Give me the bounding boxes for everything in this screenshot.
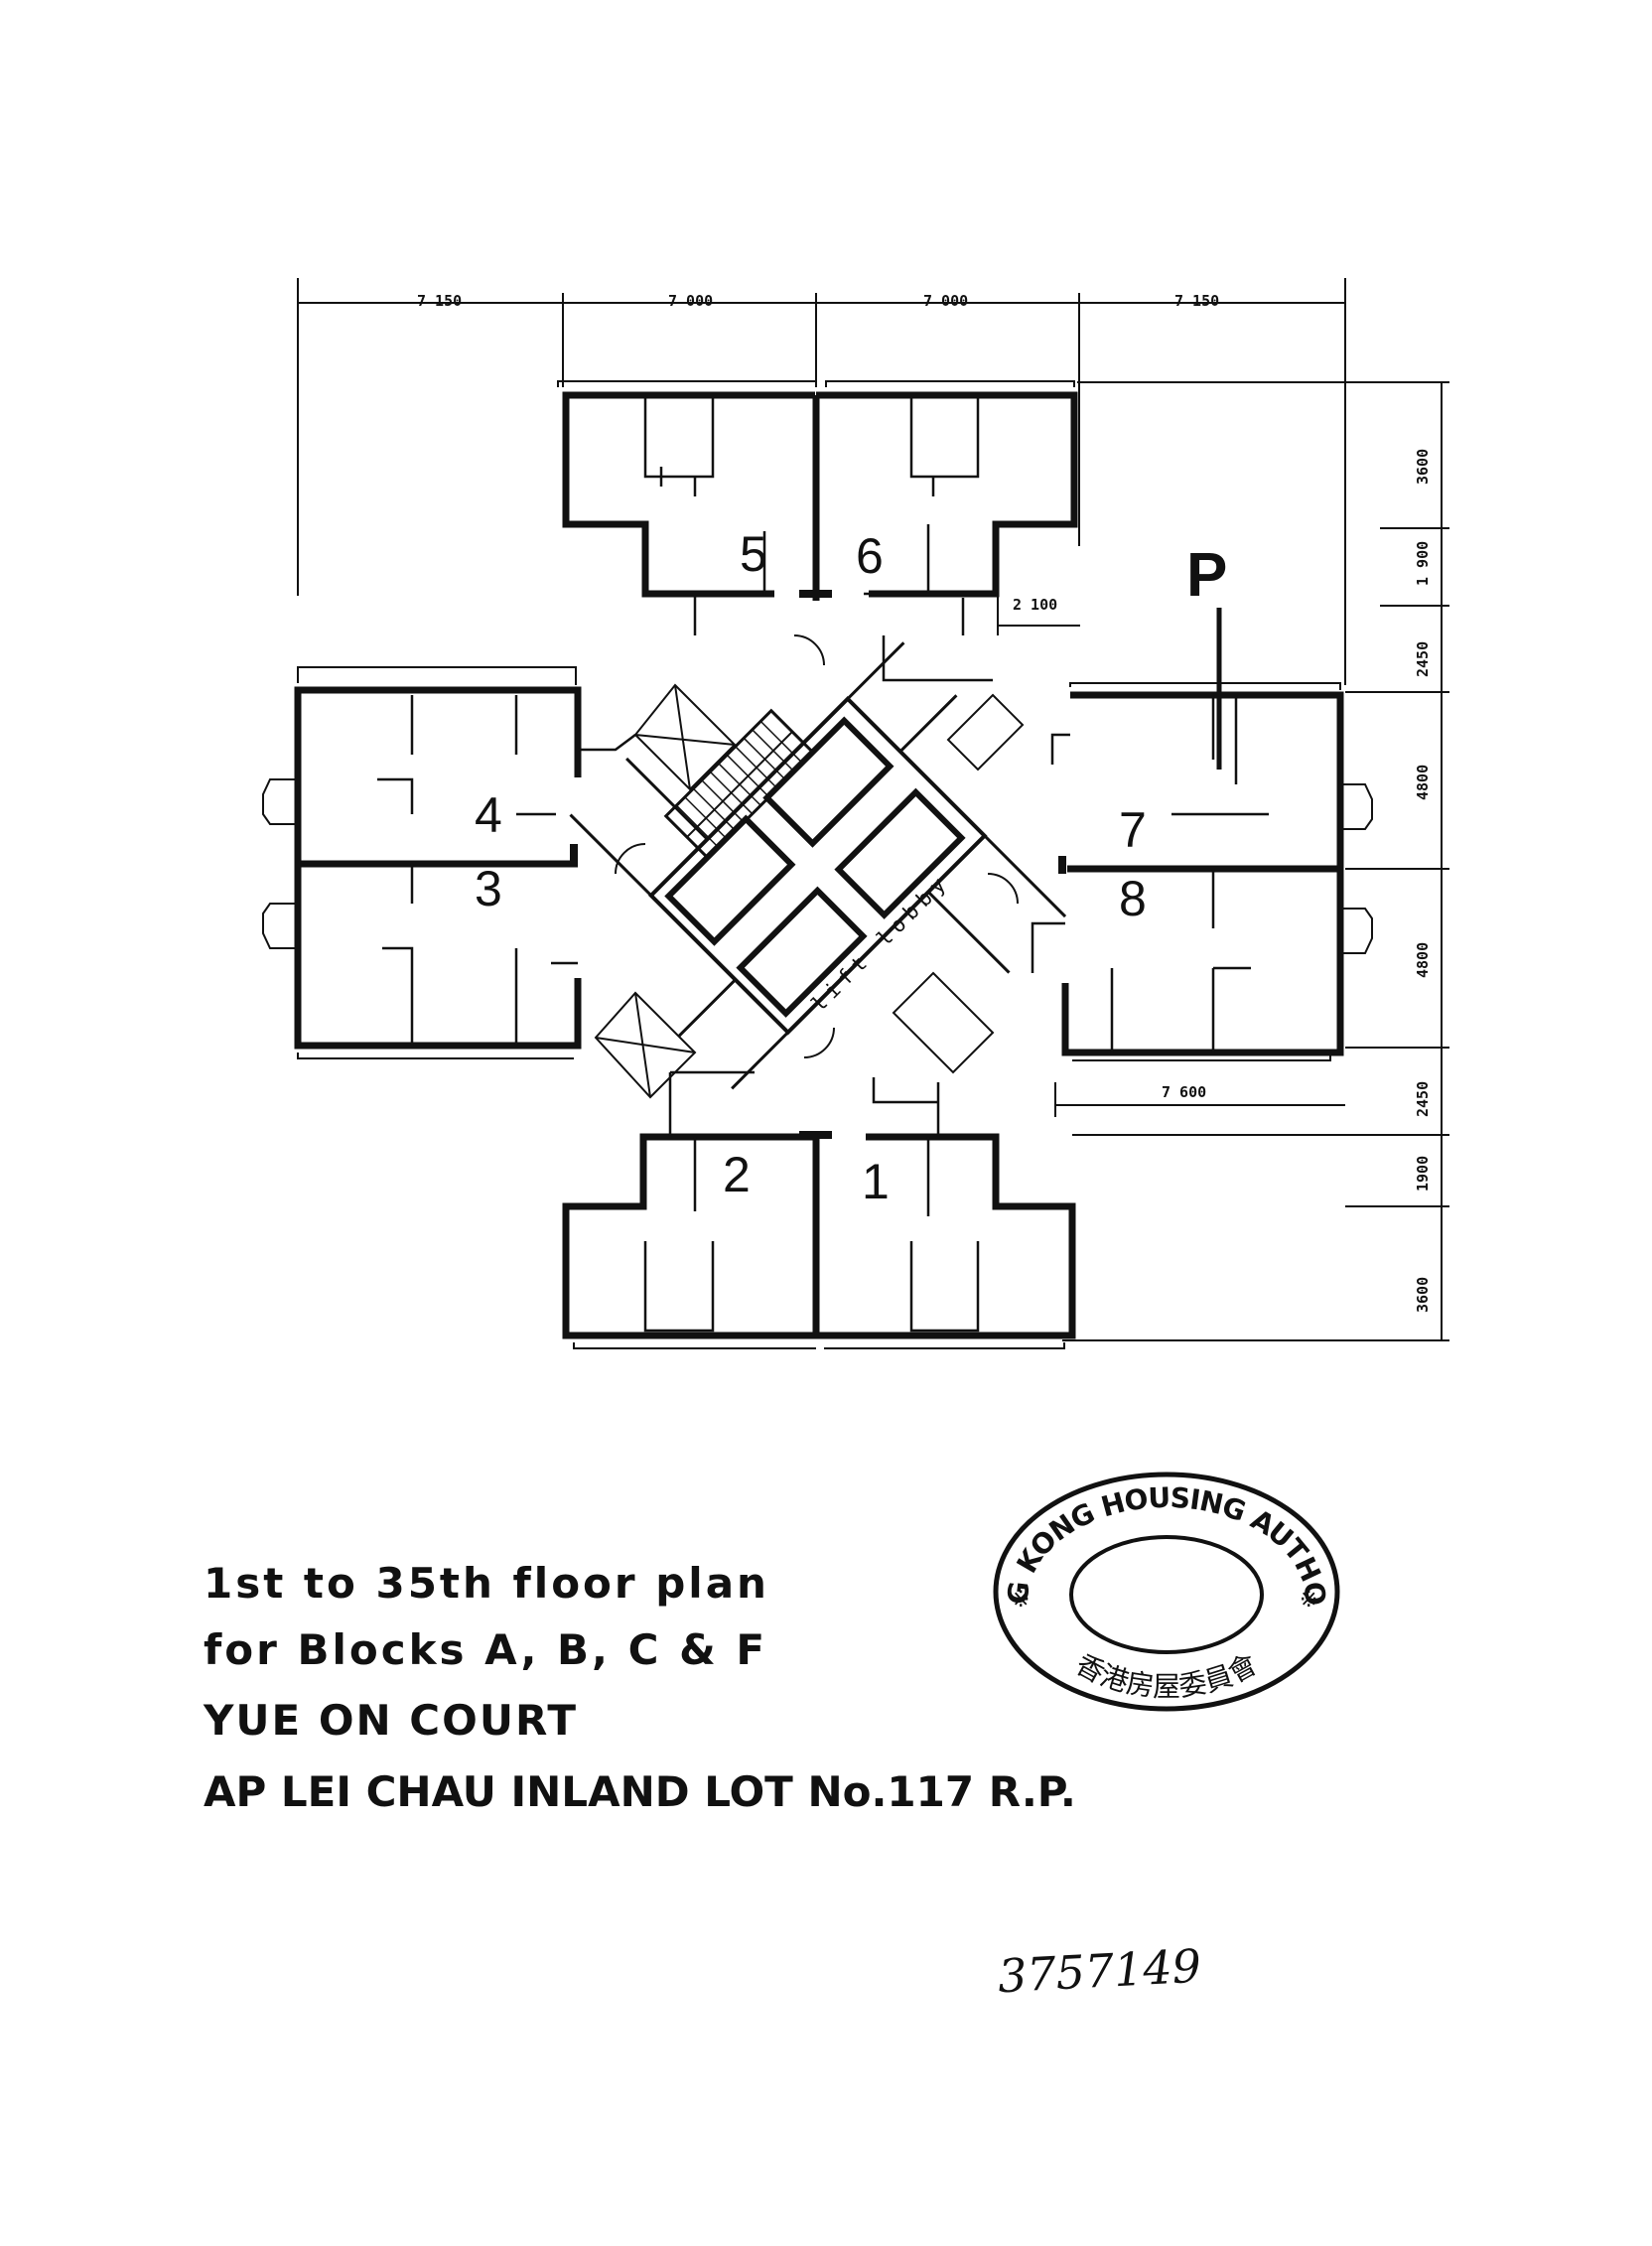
parking-symbol: P: [1186, 541, 1227, 610]
right-dim-7: 1900: [1414, 1156, 1432, 1192]
handwritten-reference-number: 3757149: [996, 1938, 1203, 2004]
caption-line-3: YUE ON COURT: [204, 1696, 579, 1745]
balcony-dim-label: 2 100: [1013, 596, 1057, 614]
top-dim-3: 7 000: [923, 292, 968, 310]
service-rooms: [594, 634, 1025, 1099]
entry-doors: [570, 590, 1066, 1139]
interior-partitions: [377, 397, 1269, 1333]
unit-number-8: 8: [1119, 871, 1147, 926]
top-dimension-line: [297, 278, 1346, 685]
balcony-lines: [262, 380, 1373, 1349]
lift-lobby-label: lift lobby: [807, 869, 955, 1017]
caption-line-1: 1st to 35th floor plan: [204, 1559, 769, 1608]
unit-number-2: 2: [723, 1147, 751, 1202]
top-dim-4: 7 150: [1174, 292, 1219, 310]
unit-number-6: 6: [856, 528, 884, 584]
unit-number-5: 5: [740, 526, 767, 582]
caption-line-4: AP LEI CHAU INLAND LOT No.117 R.P.: [204, 1767, 1076, 1816]
right-dim-2: 1 900: [1414, 541, 1432, 586]
unit-number-4: 4: [475, 787, 502, 843]
right-dim-5: 4800: [1414, 942, 1432, 978]
right-dim-6: 2450: [1414, 1081, 1432, 1117]
right-dim-8: 3600: [1414, 1277, 1432, 1313]
top-dim-1: 7 150: [417, 292, 462, 310]
bottom-span-label: 7 600: [1162, 1083, 1206, 1101]
top-dim-2: 7 000: [668, 292, 713, 310]
staircase: [663, 708, 816, 861]
right-dim-1: 3600: [1414, 449, 1432, 485]
right-dimension-labels: 3600 1 900 2450 4800 4800 2450 1900 3600: [1414, 449, 1432, 1313]
caption-line-2: for Blocks A, B, C & F: [204, 1625, 768, 1674]
bottom-span-dimension: [1054, 1082, 1345, 1117]
unit-number-3: 3: [475, 861, 502, 916]
housing-authority-stamp: HONG KONG HOUSING AUTHORITY 香港房屋委員會 ※ ※: [988, 1468, 1340, 1712]
core-lobby: [569, 641, 1067, 1090]
svg-text:香港房屋委員會: 香港房屋委員會: [1070, 1647, 1263, 1703]
right-dimension-line: [1062, 381, 1449, 1341]
svg-text:※: ※: [1012, 1588, 1030, 1613]
unit-number-7: 7: [1119, 802, 1147, 858]
unit-number-1: 1: [862, 1154, 890, 1209]
right-dim-3: 2450: [1414, 641, 1432, 677]
balcony-dimension: [997, 591, 1080, 635]
party-walls: [298, 395, 1340, 1335]
right-dim-4: 4800: [1414, 765, 1432, 800]
floor-plan: 7 150 7 000 7 000 7 150 3600 1 900 2450 …: [262, 278, 1449, 1349]
svg-text:※: ※: [1300, 1588, 1317, 1613]
